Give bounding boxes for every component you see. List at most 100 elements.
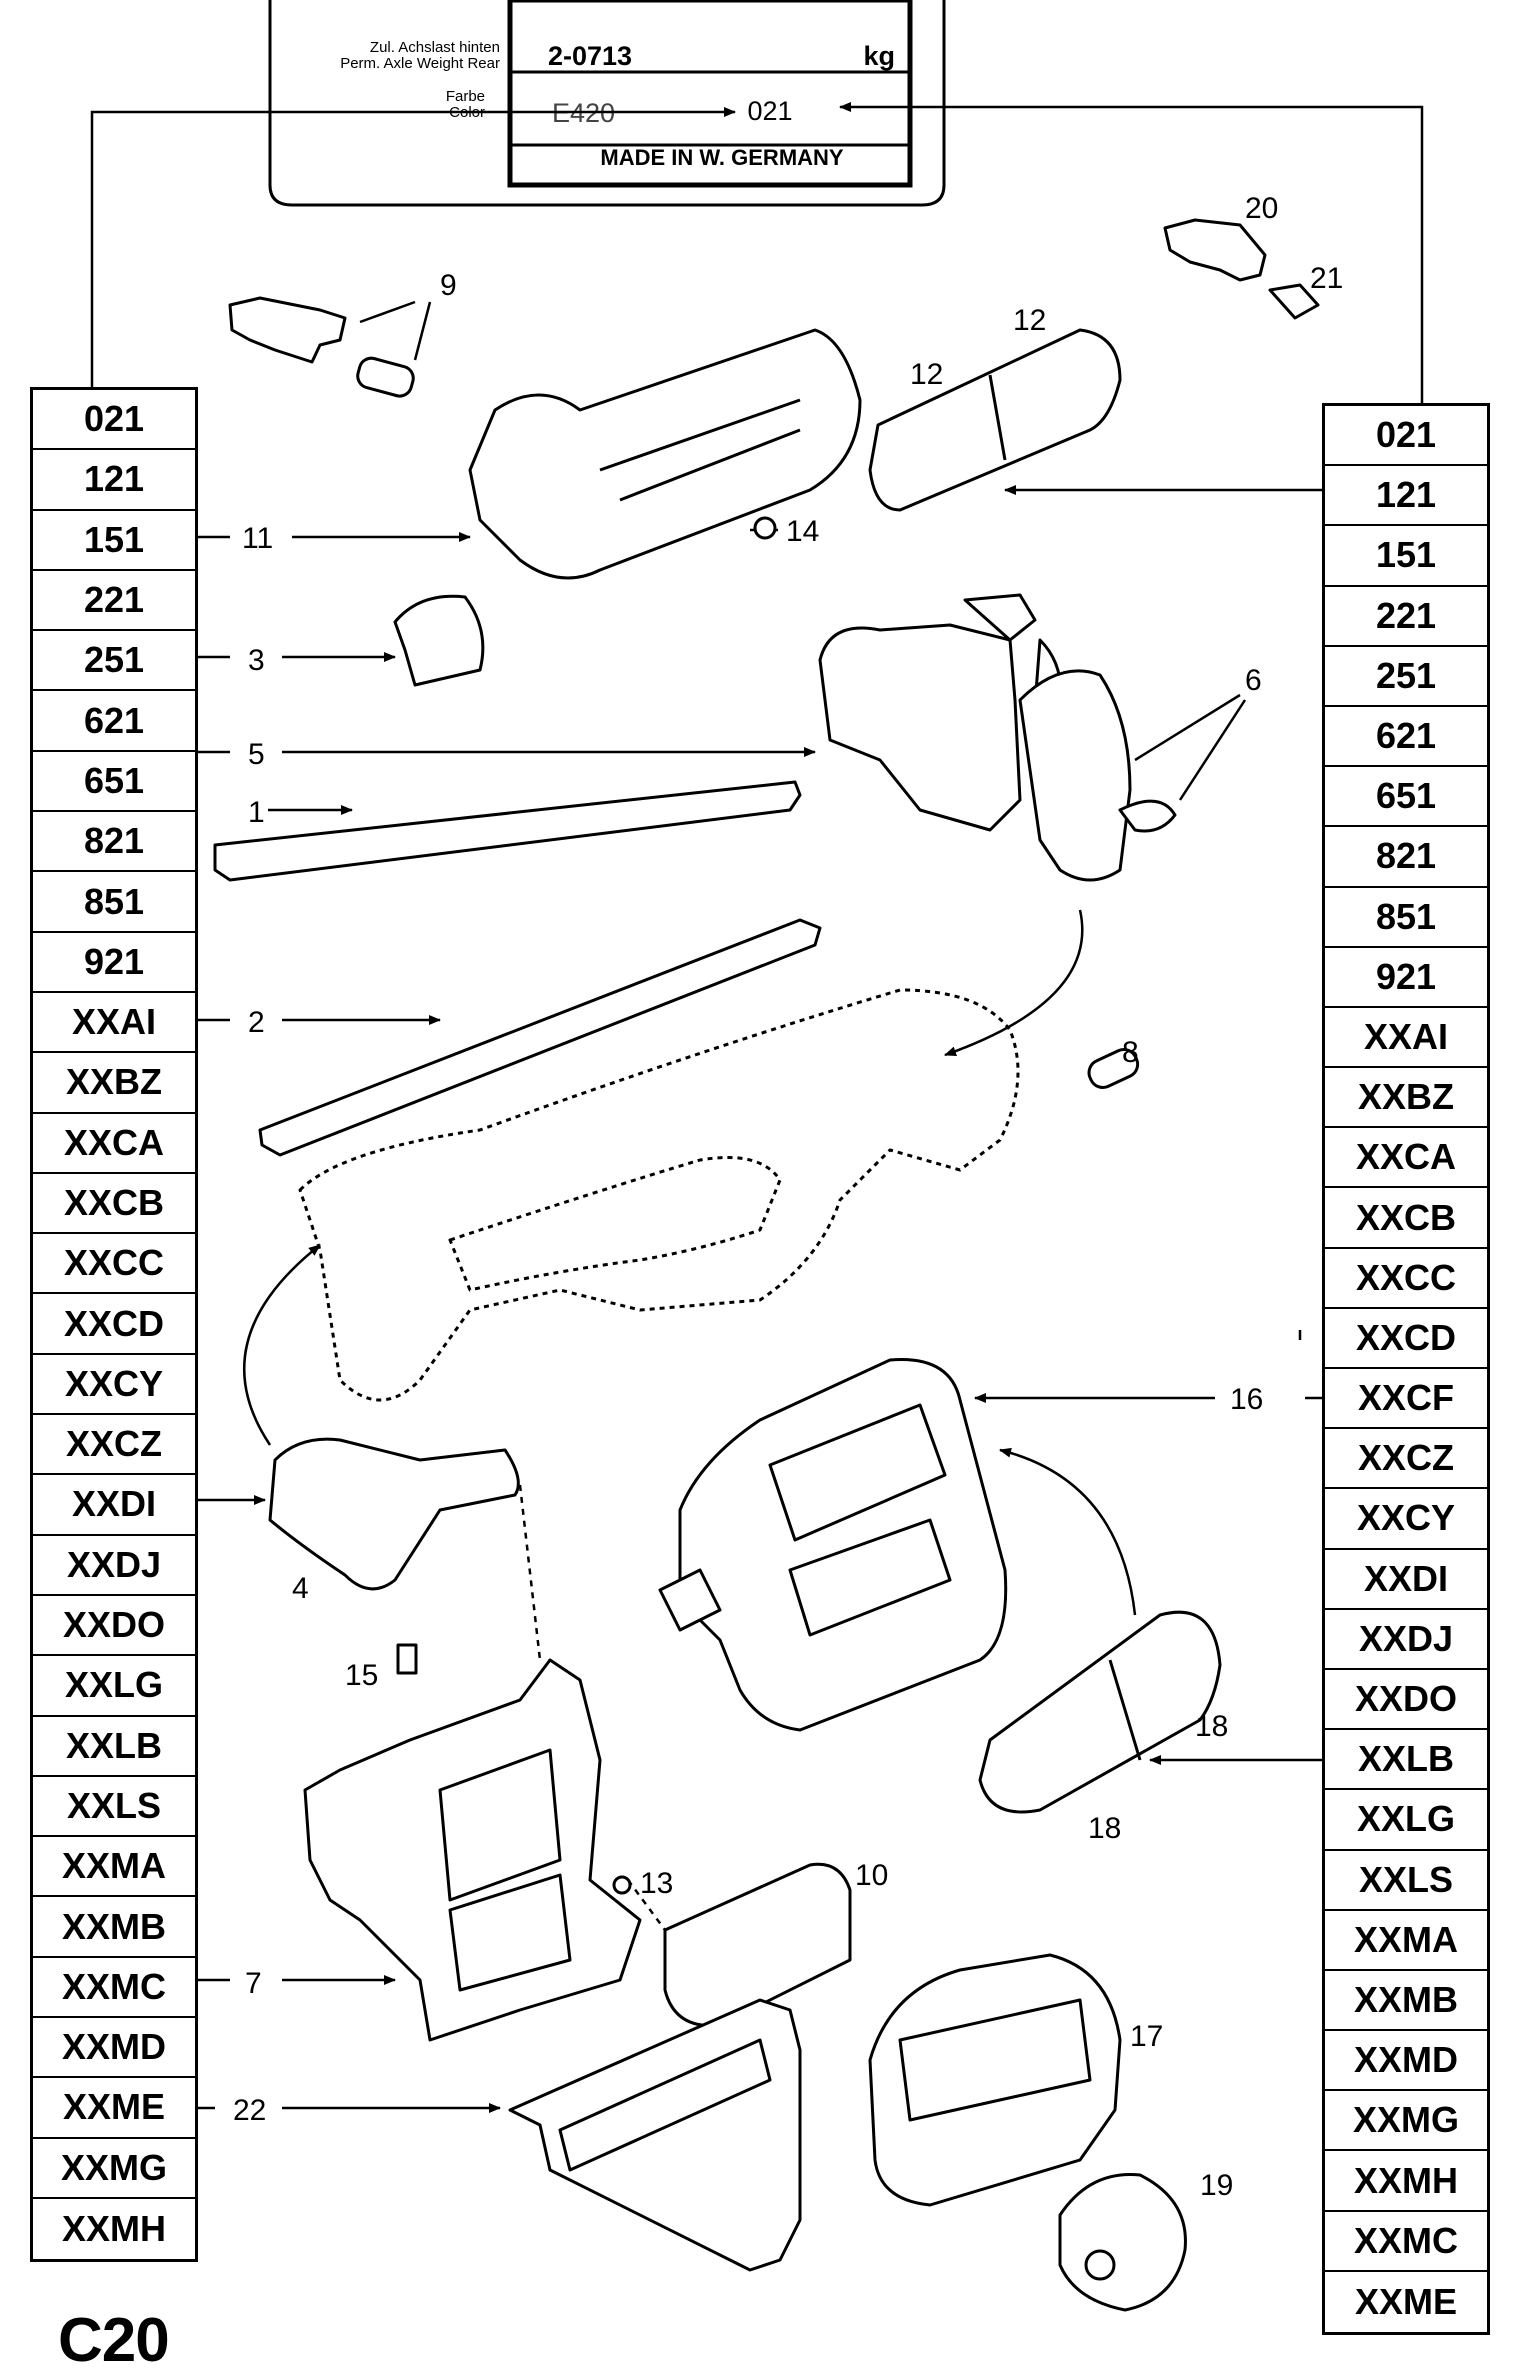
code-cell: XXMG bbox=[1325, 2091, 1487, 2152]
callout-17: 17 bbox=[1130, 2020, 1163, 2053]
code-cell: 221 bbox=[1325, 587, 1487, 647]
code-cell: XXLG bbox=[1325, 1790, 1487, 1851]
made-in-text: MADE IN W. GERMANY bbox=[600, 145, 844, 170]
code-cell: 221 bbox=[33, 571, 195, 632]
code-cell: 921 bbox=[33, 933, 195, 993]
code-cell: XXLB bbox=[33, 1717, 195, 1777]
code-cell: 021 bbox=[33, 390, 195, 451]
code-cell: XXMH bbox=[1325, 2151, 1487, 2212]
code-cell: 251 bbox=[1325, 647, 1487, 707]
callout-1: 1 bbox=[248, 796, 265, 829]
code-cell: XXBZ bbox=[33, 1053, 195, 1114]
page-id: C20 bbox=[58, 2306, 170, 2375]
code-cell: XXDO bbox=[1325, 1670, 1487, 1731]
code-cell: XXCB bbox=[33, 1174, 195, 1235]
axle-value: 2-0713 bbox=[548, 41, 632, 71]
callout-19: 19 bbox=[1200, 2169, 1233, 2202]
code-cell: XXCA bbox=[1325, 1128, 1487, 1189]
code-cell: XXMA bbox=[33, 1837, 195, 1898]
color-label-de: Farbe bbox=[446, 88, 485, 105]
code-cell: XXMB bbox=[1325, 1971, 1487, 2032]
callout-6: 6 bbox=[1245, 664, 1262, 697]
callout-18a: 18 bbox=[1195, 1710, 1228, 1743]
callout-2: 2 bbox=[248, 1006, 265, 1039]
code-cell: XXME bbox=[33, 2078, 195, 2139]
callout-12b: 12 bbox=[910, 358, 943, 391]
code-cell: 621 bbox=[33, 691, 195, 752]
callout-10: 10 bbox=[855, 1859, 888, 1892]
code-cell: XXMG bbox=[33, 2139, 195, 2199]
code-cell: 821 bbox=[1325, 827, 1487, 888]
code-cell: XXAI bbox=[33, 993, 195, 1054]
code-cell: XXMD bbox=[33, 2018, 195, 2079]
code-cell: 621 bbox=[1325, 707, 1487, 768]
code-cell: 121 bbox=[1325, 466, 1487, 527]
code-cell: XXME bbox=[1354, 2280, 1458, 2322]
code-cell: XXCB bbox=[1325, 1188, 1487, 1249]
code-cell: XXAI bbox=[1325, 1008, 1487, 1069]
part-illustrations bbox=[213, 218, 1320, 2312]
callout-20: 20 bbox=[1245, 192, 1278, 225]
code-cell: XXCY bbox=[33, 1355, 195, 1416]
code-cell: 851 bbox=[1325, 888, 1487, 948]
callout-9: 9 bbox=[440, 269, 457, 302]
code-cell: 251 bbox=[33, 631, 195, 692]
code-cell: XXCY bbox=[1325, 1489, 1487, 1550]
code-cell: 021 bbox=[1325, 406, 1487, 467]
code-cell: XXCC bbox=[1325, 1249, 1487, 1309]
callout-12a: 12 bbox=[1013, 304, 1046, 337]
code-cell: XXCA bbox=[33, 1114, 195, 1174]
code-cell: XXCZ bbox=[33, 1415, 195, 1476]
axle-unit: kg bbox=[863, 41, 895, 71]
color-code: 021 bbox=[747, 96, 792, 126]
callout-16: 16 bbox=[1230, 1383, 1263, 1416]
code-cell: XXMC bbox=[33, 1958, 195, 2019]
axle-label-en: Perm. Axle Weight Rear bbox=[340, 55, 500, 72]
callout-4: 4 bbox=[292, 1572, 309, 1605]
code-cell: XXLG bbox=[33, 1656, 195, 1717]
code-cell: XXCF bbox=[1325, 1369, 1487, 1430]
callout-7: 7 bbox=[245, 1967, 262, 2000]
code-cell: XXDJ bbox=[1325, 1610, 1487, 1670]
code-cell: XXLB bbox=[1325, 1730, 1487, 1791]
axle-label-de: Zul. Achslast hinten bbox=[370, 39, 500, 56]
code-cell: XXCD bbox=[1325, 1309, 1487, 1369]
callout-numbers: 1 2 3 4 5 6 7 8 9 10 11 12 12 13 14 15 1… bbox=[233, 192, 1343, 2202]
code-cell: XXBZ bbox=[1325, 1068, 1487, 1129]
callout-22: 22 bbox=[233, 2094, 266, 2127]
code-cell: XXMA bbox=[1325, 1911, 1487, 1971]
code-cell: XXMB bbox=[33, 1897, 195, 1958]
color-code-leaders bbox=[90, 102, 1424, 403]
code-cell: 821 bbox=[33, 812, 195, 873]
code-cell: XXLS bbox=[33, 1777, 195, 1838]
code-cell: 651 bbox=[33, 752, 195, 813]
code-cell: 921 bbox=[1325, 948, 1487, 1008]
code-cell: XXMD bbox=[1325, 2031, 1487, 2092]
code-cell: 151 bbox=[1325, 526, 1487, 587]
code-cell: XXDJ bbox=[33, 1536, 195, 1596]
code-cell: XXDI bbox=[33, 1475, 195, 1536]
callout-21: 21 bbox=[1310, 262, 1343, 295]
callout-11: 11 bbox=[242, 522, 273, 555]
code-cell: 151 bbox=[33, 511, 195, 571]
callout-5: 5 bbox=[248, 738, 265, 771]
code-cell: XXDI bbox=[1325, 1550, 1487, 1610]
code-cell: 651 bbox=[1325, 767, 1487, 828]
code-cell: XXCC bbox=[33, 1234, 195, 1295]
callout-18b: 18 bbox=[1088, 1812, 1121, 1845]
code-cell: XXLS bbox=[1325, 1851, 1487, 1911]
code-cell: XXDO bbox=[33, 1596, 195, 1657]
id-plate: Zul. Achslast hinten Perm. Axle Weight R… bbox=[268, 0, 946, 207]
code-cell: XXMC bbox=[1325, 2212, 1487, 2272]
callout-15: 15 bbox=[345, 1659, 378, 1692]
code-cell: XXCD bbox=[33, 1294, 195, 1355]
callout-8: 8 bbox=[1122, 1036, 1139, 1069]
code-cell: 121 bbox=[33, 450, 195, 511]
code-cell: XXMH bbox=[61, 2208, 166, 2250]
callout-14: 14 bbox=[786, 515, 819, 548]
code-cell: 851 bbox=[33, 872, 195, 933]
callout-3: 3 bbox=[248, 644, 265, 677]
